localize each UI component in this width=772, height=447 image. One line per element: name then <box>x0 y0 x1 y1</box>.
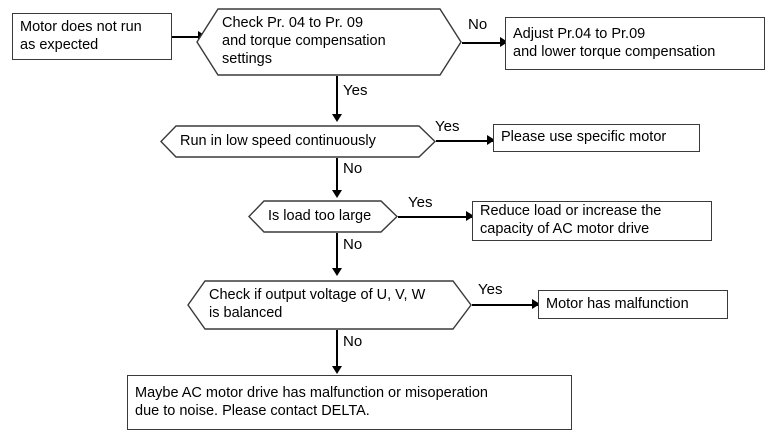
node-motor-does-not-run-label: Motor does not run as expected <box>20 18 142 53</box>
connector-voltage-to-contactdelta <box>336 330 338 368</box>
edge-label-no-4: No <box>343 333 363 350</box>
arrowhead-loadlarge-to-voltage <box>332 268 342 276</box>
node-adjust-pr: Adjust Pr.04 to Pr.09 and lower torque c… <box>505 17 765 70</box>
edge-label-yes-4: Yes <box>478 281 503 298</box>
node-contact-delta-label: Maybe AC motor drive has malfunction or … <box>135 384 488 419</box>
node-motor-has-malfunction-label: Motor has malfunction <box>546 295 689 312</box>
node-check-output-voltage: Check if output voltage of U, V, W is ba… <box>187 280 472 330</box>
node-is-load-too-large-label-wrap: Is load too large <box>268 200 390 233</box>
edge-label-yes-3: Yes <box>408 194 433 211</box>
connector-voltage-to-motormalfunction <box>472 304 538 306</box>
edge-label-no-2: No <box>343 160 363 177</box>
node-check-pr-settings-label: Check Pr. 04 to Pr. 09 and torque compen… <box>222 15 386 67</box>
node-reduce-load-label: Reduce load or increase the capacity of … <box>480 203 662 237</box>
arrowhead-check-to-lowspeed <box>332 114 342 122</box>
connector-check-to-adjust <box>462 42 505 44</box>
hexagon-shape-check-pr <box>196 8 462 76</box>
hexagon-shape-check-output-voltage <box>187 280 472 330</box>
connector-lowspeed-to-specificmotor <box>436 140 493 142</box>
node-reduce-load: Reduce load or increase the capacity of … <box>472 201 712 241</box>
hexagon-shape-is-load-too-large <box>248 200 399 233</box>
arrowhead-lowspeed-to-specificmotor <box>487 135 495 145</box>
connector-check-to-lowspeed <box>336 76 338 118</box>
node-motor-does-not-run: Motor does not run as expected <box>12 13 172 60</box>
edge-label-yes-1: Yes <box>343 82 368 99</box>
connector-loadlarge-to-reduceload <box>398 216 472 218</box>
node-please-use-specific-motor: Please use specific motor <box>493 124 700 152</box>
node-check-pr-settings-label-wrap: Check Pr. 04 to Pr. 09 and torque compen… <box>222 8 452 76</box>
node-motor-has-malfunction: Motor has malfunction <box>538 290 728 319</box>
node-please-use-specific-motor-label: Please use specific motor <box>501 129 667 146</box>
hexagon-shape-run-low-speed <box>160 125 437 158</box>
node-is-load-too-large-label: Is load too large <box>268 207 372 224</box>
edge-label-no-3: No <box>343 236 363 253</box>
node-adjust-pr-label: Adjust Pr.04 to Pr.09 and lower torque c… <box>513 25 716 60</box>
edge-label-no-1: No <box>468 16 488 33</box>
node-contact-delta: Maybe AC motor drive has malfunction or … <box>127 375 572 430</box>
edge-label-yes-2: Yes <box>435 118 460 135</box>
connector-loadlarge-to-voltage <box>336 233 338 271</box>
arrowhead-check-to-adjust <box>500 37 508 47</box>
arrowhead-voltage-to-motormalfunction <box>532 299 540 309</box>
node-run-low-speed-label: Run in low speed continuously <box>180 132 376 149</box>
node-check-pr-settings: Check Pr. 04 to Pr. 09 and torque compen… <box>196 8 462 76</box>
node-check-output-voltage-label: Check if output voltage of U, V, W is ba… <box>209 287 426 321</box>
arrowhead-voltage-to-contactdelta <box>332 366 342 374</box>
node-run-low-speed: Run in low speed continuously <box>160 125 437 158</box>
node-run-low-speed-label-wrap: Run in low speed continuously <box>180 125 428 158</box>
arrowhead-loadlarge-to-reduceload <box>466 211 474 221</box>
node-is-load-too-large: Is load too large <box>248 200 399 233</box>
node-check-output-voltage-label-wrap: Check if output voltage of U, V, W is ba… <box>209 280 459 330</box>
arrowhead-lowspeed-to-loadlarge <box>332 190 342 198</box>
connector-lowspeed-to-loadlarge <box>336 158 338 194</box>
connector-start-to-check <box>172 36 202 38</box>
